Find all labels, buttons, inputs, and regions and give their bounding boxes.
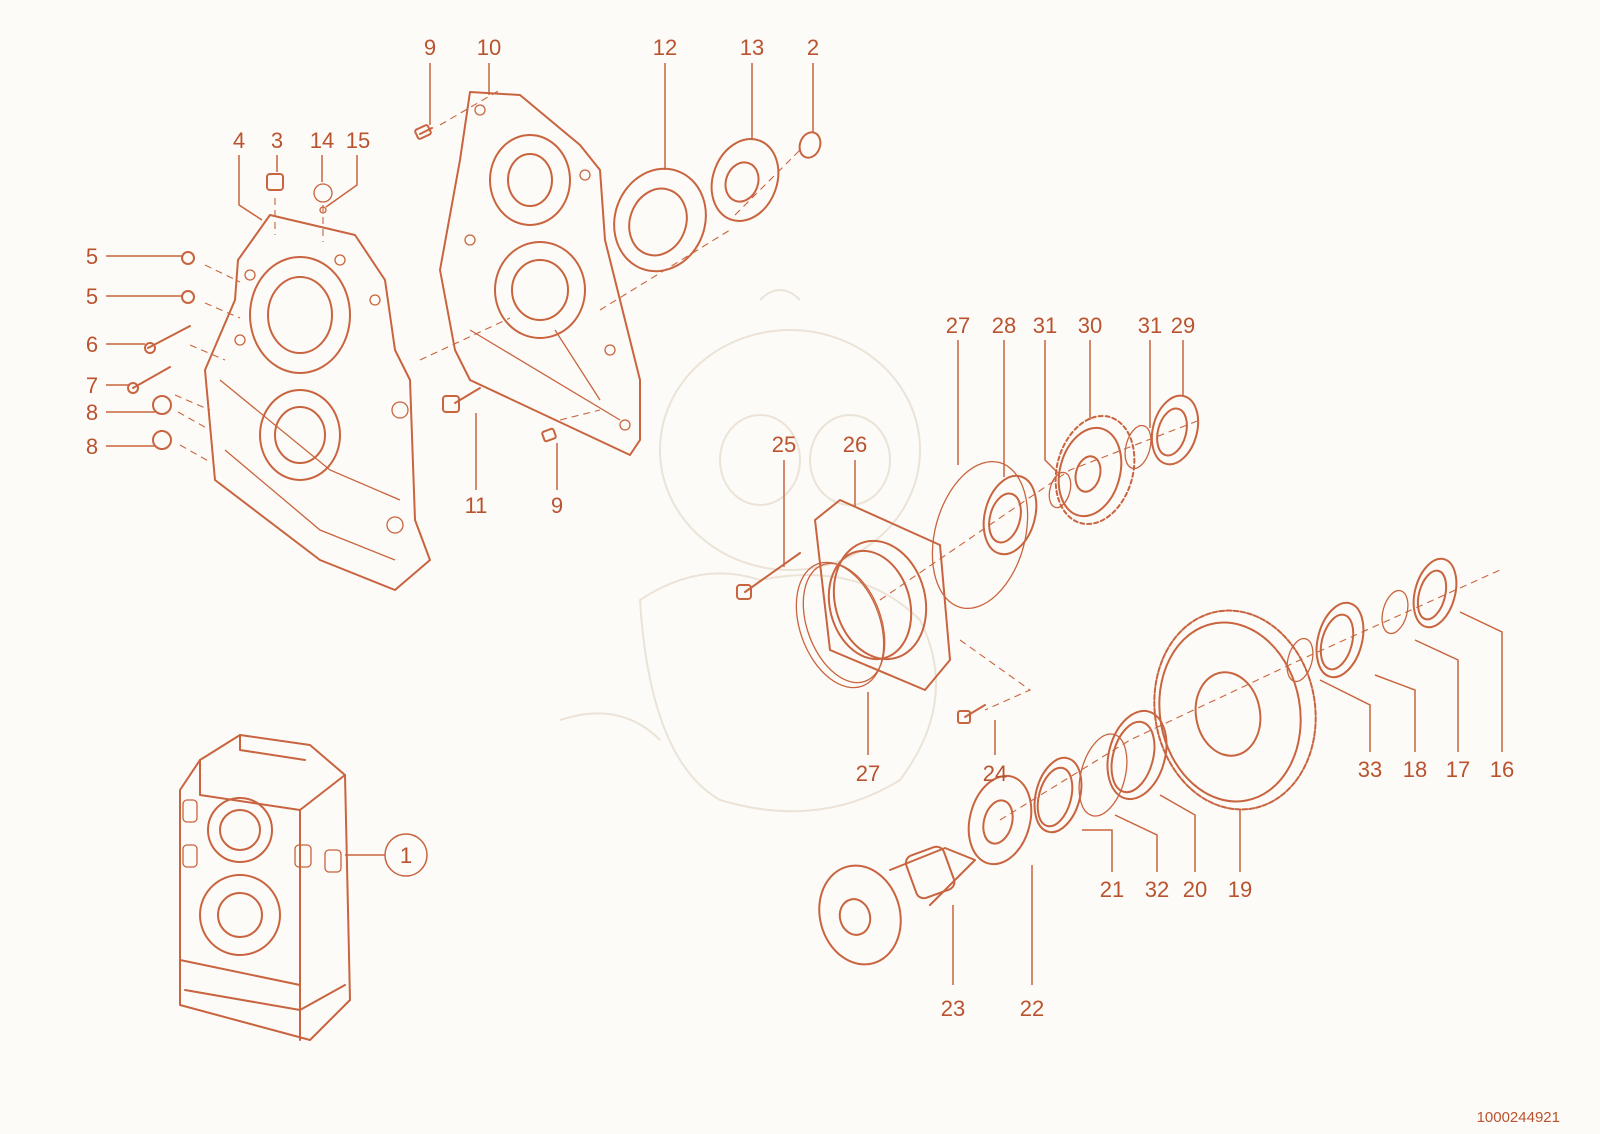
callout-8: 8 [86, 400, 98, 425]
fasteners-left [127, 251, 195, 450]
callout-31: 31 [1138, 313, 1162, 338]
callout-20: 20 [1183, 877, 1207, 902]
flange-housing [736, 499, 986, 724]
callout-10: 10 [477, 35, 501, 60]
callout-27: 27 [946, 313, 970, 338]
callout-1: 1 [400, 843, 412, 868]
gearbox-assembly [179, 734, 351, 1041]
watermark-figure [559, 289, 937, 813]
callout-29: 29 [1171, 313, 1195, 338]
callout-9: 9 [424, 35, 436, 60]
callout-19: 19 [1228, 877, 1252, 902]
callout-11: 11 [465, 493, 488, 518]
callout-17: 17 [1446, 757, 1470, 782]
callout-33: 33 [1358, 757, 1382, 782]
document-number: 1000244921 [1477, 1109, 1560, 1126]
callout-2: 2 [807, 35, 819, 60]
leader-lines [106, 63, 1503, 985]
callout-16: 16 [1490, 757, 1514, 782]
callout-13: 13 [740, 35, 764, 60]
callout-9: 9 [551, 493, 563, 518]
front-housing-cover [204, 214, 431, 591]
upper-shaft-stack [931, 394, 1200, 610]
callout-labels: 1 2 3 4 5 5 6 7 8 8 9 9 10 11 12 13 14 1… [86, 35, 1514, 1021]
callout-28: 28 [992, 313, 1016, 338]
callout-15: 15 [346, 128, 370, 153]
callout-7: 7 [86, 373, 98, 398]
callout-12: 12 [653, 35, 677, 60]
pins-and-bolt [414, 124, 557, 443]
callout-14: 14 [310, 128, 334, 153]
callout-23: 23 [941, 996, 965, 1021]
callout-5: 5 [86, 284, 98, 309]
callout-21: 21 [1100, 877, 1124, 902]
callout-18: 18 [1403, 757, 1427, 782]
lower-output-stack [818, 557, 1458, 966]
callout-5: 5 [86, 244, 98, 269]
callout-25: 25 [772, 432, 796, 457]
callout-32: 32 [1145, 877, 1169, 902]
callout-24: 24 [983, 761, 1007, 786]
bearing-stack-top [613, 131, 822, 273]
callout-31: 31 [1033, 313, 1057, 338]
callout-30: 30 [1078, 313, 1102, 338]
callout-3: 3 [271, 128, 283, 153]
callout-22: 22 [1020, 996, 1044, 1021]
housing-plate [439, 91, 641, 456]
vent-plug [266, 173, 333, 214]
callout-8: 8 [86, 434, 98, 459]
callout-26: 26 [843, 432, 867, 457]
callout-4: 4 [233, 128, 245, 153]
callout-6: 6 [86, 332, 98, 357]
callout-27: 27 [856, 761, 880, 786]
